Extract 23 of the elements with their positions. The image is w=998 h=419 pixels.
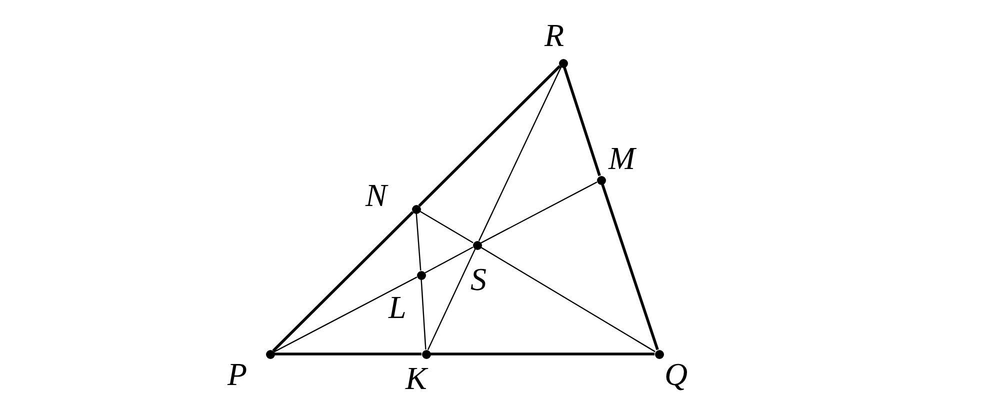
point-label: L — [388, 290, 406, 322]
line-segment — [416, 213, 422, 271]
triangle-side — [274, 352, 422, 356]
point-label: K — [406, 362, 427, 394]
triangle-side — [418, 65, 561, 207]
point-label: N — [366, 178, 387, 210]
triangle-side — [563, 66, 601, 176]
line-segment — [427, 248, 476, 350]
point-label: M — [608, 142, 636, 174]
line-segment — [420, 210, 474, 244]
point-label: Q — [664, 358, 688, 390]
triangle-side — [601, 184, 659, 350]
point-label: S — [470, 262, 486, 294]
line-segment — [480, 182, 598, 244]
point-label: P — [228, 358, 248, 390]
triangle-side — [430, 352, 654, 356]
line-segment — [424, 246, 474, 274]
line-segment — [274, 276, 418, 352]
line-segment — [420, 279, 426, 350]
triangle-side — [272, 211, 414, 352]
point-label: R — [544, 18, 564, 50]
line-segment — [478, 66, 562, 242]
line-segment — [480, 246, 656, 352]
